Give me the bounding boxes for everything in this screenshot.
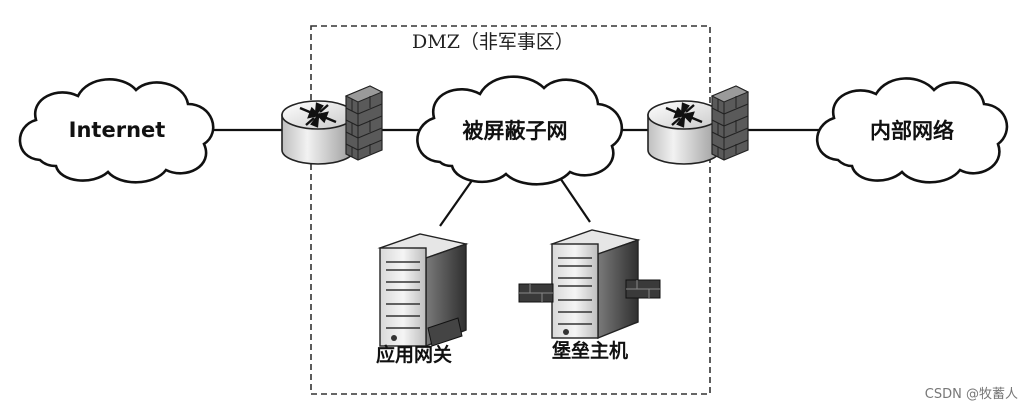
firewall-right (712, 86, 748, 160)
screened-subnet-cloud: 被屏蔽子网 (417, 77, 621, 185)
bastion-host-label: 堡垒主机 (552, 339, 628, 362)
internal-network-label: 内部网络 (870, 119, 954, 143)
router-icon (648, 101, 720, 164)
server-icon (519, 230, 660, 338)
router-right (648, 101, 720, 164)
internal-network-cloud: 内部网络 (817, 78, 1007, 182)
firewall-left (346, 86, 382, 160)
watermark: CSDN @牧蓄人 (925, 387, 1018, 402)
app-gateway-label: 应用网关 (376, 343, 452, 366)
firewall-icon (712, 86, 748, 160)
router-left (282, 101, 354, 164)
internet-cloud: Internet (20, 79, 213, 182)
app-gateway-server: 应用网关 (376, 234, 466, 366)
router-icon (282, 101, 354, 164)
bastion-host-server: 堡垒主机 (519, 230, 660, 362)
firewall-icon (346, 86, 382, 160)
server-icon (380, 234, 466, 346)
internet-label: Internet (69, 118, 166, 142)
dmz-label: DMZ（非军事区） (412, 31, 574, 53)
screened-subnet-label: 被屏蔽子网 (463, 119, 568, 143)
